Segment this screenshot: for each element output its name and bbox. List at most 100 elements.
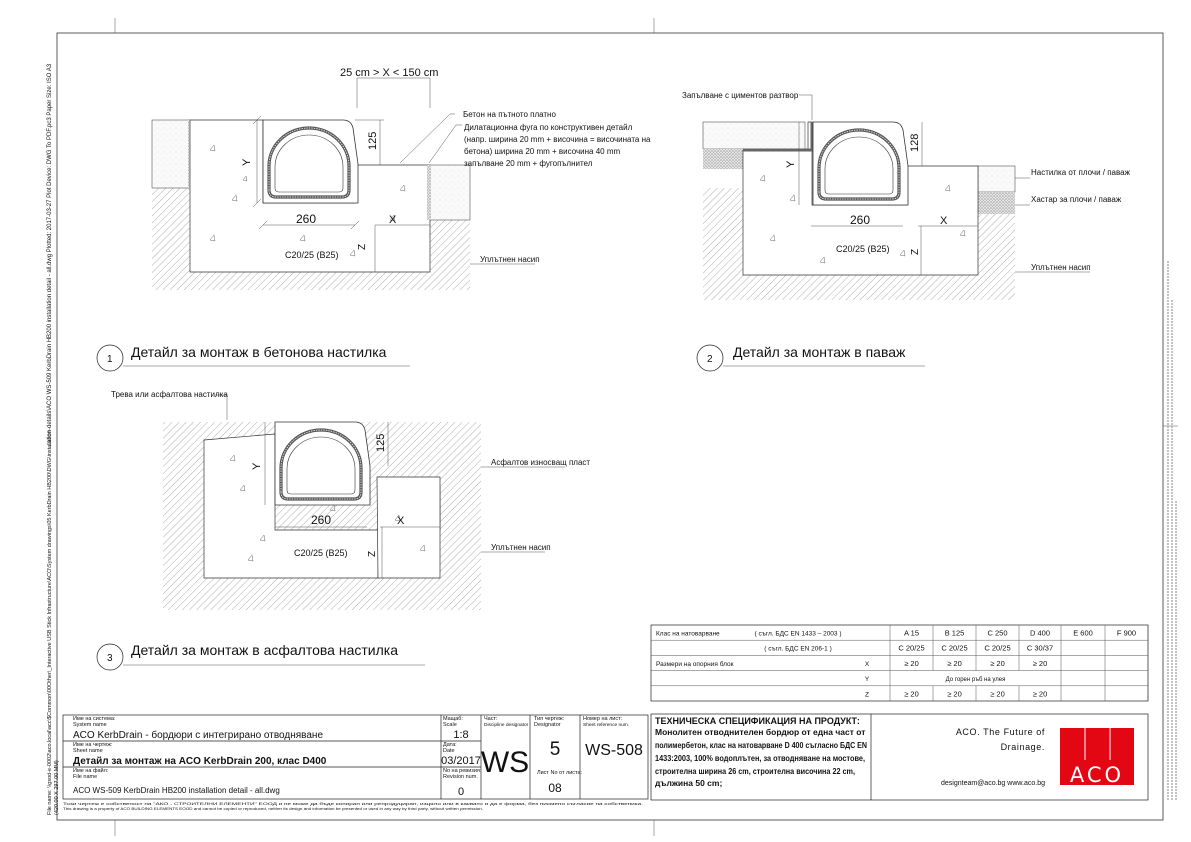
logo-text: ACO	[1070, 763, 1124, 787]
table-cell: ≥ 20	[990, 689, 1005, 698]
label-fill: Уплътнен насип	[480, 255, 540, 264]
dim-height: 125	[367, 132, 379, 150]
table-cell: C 250	[987, 629, 1007, 638]
type-value: 5	[550, 739, 561, 760]
sheet-name: Детайл за монтаж на ACO KerbDrain 200, к…	[73, 756, 327, 767]
aco-logo: ACO	[1060, 728, 1134, 787]
detail-number: 3	[107, 653, 113, 664]
type-label: Тип чертеж:	[534, 716, 565, 722]
label-mortar: Запълване с циментов разтвор	[682, 91, 799, 100]
table-row-standard: Y	[865, 676, 870, 683]
discipline-label-en: Discipline designator	[484, 722, 529, 728]
revision-label: No на ревизия:	[443, 768, 482, 774]
table-cell: ≥ 20	[904, 659, 919, 668]
discipline-label: Част:	[484, 716, 498, 722]
tech-spec-line: строителна ширина 26 cm, строителна висо…	[655, 766, 855, 776]
table-cell: F 900	[1117, 629, 1136, 638]
scale-label: Мащаб:	[443, 716, 463, 722]
system-name: ACO KerbDrain - бордюри с интегрирано от…	[73, 729, 323, 741]
system-label: Име на система:	[73, 716, 116, 722]
label-surface: Трева или асфалтова настилка	[111, 390, 228, 399]
slogan-line-1: ACO. The Future of	[956, 727, 1045, 737]
tech-spec-box: ТЕХНИЧЕСКА СПЕЦИФИКАЦИЯ НА ПРОДУКТ: Моно…	[650, 713, 1149, 801]
tech-spec-line: дължина 50 cm;	[655, 778, 722, 788]
label-paving: Настилка от плочи / паваж	[1031, 168, 1131, 177]
table-cell: B 125	[945, 629, 965, 638]
table-cell: C 20/25	[941, 644, 967, 653]
tech-spec-line: полимербетон, клас на натоварване D 400 …	[655, 740, 867, 750]
title-block: Име на система: System name Име на черте…	[62, 714, 649, 811]
right-margin-notice	[1167, 260, 1177, 800]
dim-x: X	[940, 215, 948, 227]
dim-z: Z	[910, 249, 921, 255]
dim-x: X	[389, 214, 397, 226]
table-cell: D 400	[1030, 629, 1050, 638]
load-class-table: Клас на натоварване ( съгл. БДС EN 1433 –…	[650, 624, 1149, 702]
table-cell: C 30/37	[1027, 644, 1053, 653]
detail-number: 2	[707, 354, 713, 365]
label-joint-2: (напр. ширина 20 mm + височина = височин…	[464, 135, 651, 144]
copyright-bg: Този чертеж е собственост на "АКО - СТРО…	[63, 802, 643, 806]
detail-1-concrete-pavement: Y 260 X Z 125 C20/25 (B25) 25 cm > X < 1…	[96, 67, 651, 372]
table-cell: C 20/25	[898, 644, 924, 653]
dim-y: Y	[241, 158, 253, 166]
date-label: Дата:	[443, 742, 457, 748]
dim-z: Z	[357, 244, 368, 250]
concrete-class: C20/25 (B25)	[836, 244, 890, 254]
table-row-standard: Z	[865, 691, 869, 698]
dim-height: 125	[375, 434, 387, 452]
table-row-standard: ( съгл. БДС EN 206-1 )	[764, 646, 832, 653]
table-row-standard: ( съгл. БДС EN 1433 – 2003 )	[754, 631, 841, 638]
ref-label: Номер на лист:	[583, 716, 623, 722]
plot-info-margin: ...ation-details\ACO WS-509 KerbDrain HB…	[47, 63, 60, 815]
sheet-label: Име на чертеж:	[73, 742, 113, 748]
scale-label-en: Scale	[443, 722, 457, 728]
revision-label-en: Revision num.	[443, 774, 478, 780]
tech-spec-heading: ТЕХНИЧЕСКА СПЕЦИФИКАЦИЯ НА ПРОДУКТ:	[655, 716, 860, 726]
dim-z: Z	[367, 551, 378, 557]
date-label-en: Date	[443, 748, 455, 754]
date-value: 03/2017	[441, 755, 481, 767]
dim-height: 128	[909, 134, 921, 152]
label-joint-4: запълване 20 mm + фугопълнител	[464, 159, 593, 168]
dim-x: X	[397, 515, 405, 527]
label-bedding: Хастар за плочи / паваж	[1031, 195, 1122, 204]
table-row-standard: X	[865, 661, 870, 668]
table-cell: До горен ръб на улея	[946, 677, 1006, 683]
sheet-no-value: 08	[548, 781, 562, 795]
table-cell: ≥ 20	[947, 689, 962, 698]
label-asphalt: Асфалтов износващ пласт	[491, 458, 590, 467]
detail-2-paving: Y 260 X Z 128 C20/25 (B25) Запълване с ц…	[682, 91, 1131, 372]
label-fill: Уплътнен насип	[491, 543, 551, 552]
file-name: ACO WS-509 KerbDrain HB200 installation …	[73, 786, 280, 795]
table-cell: E 600	[1073, 629, 1093, 638]
detail-title: Детайл за монтаж в асфалтова настилка	[131, 642, 398, 658]
ref-label-en: Sheet reference num.	[583, 722, 629, 728]
table-row-label: Клас на натоварване	[656, 631, 720, 638]
concrete-class: C20/25 (B25)	[294, 548, 348, 558]
table-cell: ≥ 20	[1033, 689, 1048, 698]
type-label-en: Designator	[534, 722, 561, 728]
detail-title: Детайл за монтаж в паваж	[733, 344, 906, 360]
table-cell: ≥ 20	[947, 659, 962, 668]
system-label-en: System name	[73, 722, 107, 728]
sheet-label-en: Sheet name	[73, 748, 103, 754]
table-cell: C 20/25	[984, 644, 1010, 653]
ref-value: WS-508	[585, 742, 643, 759]
slogan-line-2: Drainage.	[1001, 742, 1045, 752]
dim-width: 260	[850, 213, 870, 227]
table-cell: ≥ 20	[990, 659, 1005, 668]
contact-info: designteam@aco.bg www.aco.bg	[941, 780, 1045, 787]
detail-3-asphalt: Y 260 X Z 125 C20/25 (B25) Трева или асф…	[96, 390, 590, 671]
dim-width: 260	[311, 513, 331, 527]
label-road-concrete: Бетон на пътното платно	[463, 110, 556, 119]
paper-size-info: (420.00 X 297.00 MM)	[54, 760, 60, 815]
revision-value: 0	[458, 786, 464, 798]
file-label: Име на файл:	[73, 767, 109, 774]
label-joint-3: бетона) ширина 20 mm + височина 40 mm	[464, 147, 621, 156]
copyright-en: This drawing is a property of ACO BUILDI…	[63, 807, 483, 811]
file-path-info: File name: \\gsod-e-0002\aco.local\acc\$…	[47, 430, 53, 815]
detail-number: 1	[107, 354, 113, 365]
tech-spec-line: 1433:2003, 100% водоплътен, за отводнява…	[655, 753, 865, 763]
